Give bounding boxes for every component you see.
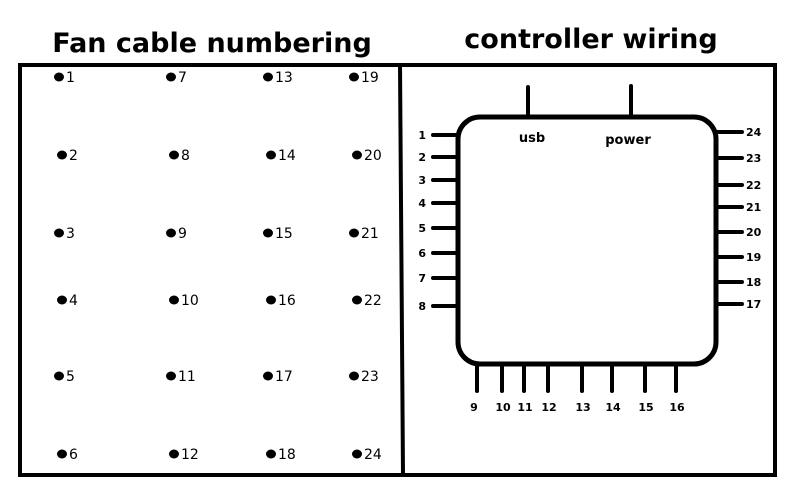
fan-cable-dot	[166, 72, 176, 82]
fan-cable-dot	[266, 449, 276, 459]
usb-label: usb	[519, 131, 545, 146]
left-pin-label: 5	[418, 222, 426, 235]
fan-cable-number: 20	[364, 148, 382, 164]
fan-cable-number: 22	[364, 293, 382, 309]
fan-cable-dot	[263, 228, 273, 238]
bottom-pin-label: 12	[541, 401, 556, 414]
outer-frame	[18, 63, 777, 477]
left-pin-label: 8	[418, 300, 426, 313]
right-pin-label: 21	[746, 201, 761, 214]
fan-cable-number: 17	[275, 369, 293, 385]
fan-cable-number: 11	[178, 369, 196, 385]
right-pin-label: 22	[746, 179, 761, 192]
fan-cable-dot	[169, 449, 179, 459]
fan-cable-number: 5	[66, 369, 75, 385]
fan-cable-number: 15	[275, 226, 293, 242]
fan-cable-dot	[266, 295, 276, 305]
fan-cable-dot	[54, 228, 64, 238]
fan-cable-dot	[57, 295, 67, 305]
left-pin-label: 3	[418, 174, 426, 187]
fan-cable-number: 14	[278, 148, 296, 164]
left-pin-label: 1	[418, 129, 426, 142]
bottom-pin-label: 9	[470, 401, 478, 414]
left-pin-label: 4	[418, 197, 426, 210]
left-pin-label: 7	[418, 272, 426, 285]
fan-cable-number: 24	[364, 447, 382, 463]
fan-cable-number: 16	[278, 293, 296, 309]
fan-cable-dot	[54, 371, 64, 381]
fan-cable-dot	[263, 371, 273, 381]
left-pin-label: 2	[418, 151, 426, 164]
power-label: power	[605, 133, 651, 148]
fan-cable-number: 8	[181, 148, 190, 164]
fan-cable-number: 9	[178, 226, 187, 242]
right-pin-label: 24	[746, 126, 762, 139]
fan-cable-number: 3	[66, 226, 75, 242]
left-pin-label: 6	[418, 247, 426, 260]
fan-cable-number: 2	[69, 148, 78, 164]
fan-cable-number: 13	[275, 70, 293, 86]
fan-cable-number: 7	[178, 70, 187, 86]
fan-cable-dot	[57, 150, 67, 160]
fan-cable-number: 21	[361, 226, 379, 242]
right-pin-label: 23	[746, 152, 761, 165]
bottom-pin-label: 11	[517, 401, 532, 414]
fan-cable-dot	[54, 72, 64, 82]
panel-divider	[398, 64, 405, 476]
fan-cable-dot	[263, 72, 273, 82]
left-panel-title: Fan cable numbering	[52, 28, 372, 59]
right-pin-label: 18	[746, 276, 761, 289]
right-pin-label: 19	[746, 251, 761, 264]
fan-cable-number: 18	[278, 447, 296, 463]
bottom-pin-label: 15	[638, 401, 653, 414]
fan-cable-number: 6	[69, 447, 78, 463]
bottom-pin-label: 10	[495, 401, 511, 414]
right-panel-title: controller wiring	[464, 24, 717, 55]
fan-cable-dot	[169, 150, 179, 160]
bottom-pin-label: 13	[575, 401, 590, 414]
fan-cable-dot	[349, 72, 359, 82]
fan-cable-dot	[349, 371, 359, 381]
fan-cable-number: 12	[181, 447, 199, 463]
bottom-pin-label: 16	[669, 401, 685, 414]
fan-cable-number: 4	[69, 293, 78, 309]
fan-cable-dot	[349, 228, 359, 238]
controller-board	[455, 114, 719, 367]
fan-cable-dot	[352, 150, 362, 160]
fan-cable-number: 1	[66, 70, 75, 86]
right-pin-label: 17	[746, 298, 761, 311]
fan-cable-dot	[166, 228, 176, 238]
fan-cable-number: 10	[181, 293, 199, 309]
fan-cable-dot	[166, 371, 176, 381]
fan-cable-number: 23	[361, 369, 379, 385]
right-pin-label: 20	[746, 226, 762, 239]
bottom-pin-label: 14	[605, 401, 621, 414]
fan-cable-dot	[57, 449, 67, 459]
fan-cable-dot	[352, 295, 362, 305]
fan-cable-number: 19	[361, 70, 379, 86]
fan-cable-dot	[169, 295, 179, 305]
fan-cable-dot	[352, 449, 362, 459]
fan-cable-dot	[266, 150, 276, 160]
